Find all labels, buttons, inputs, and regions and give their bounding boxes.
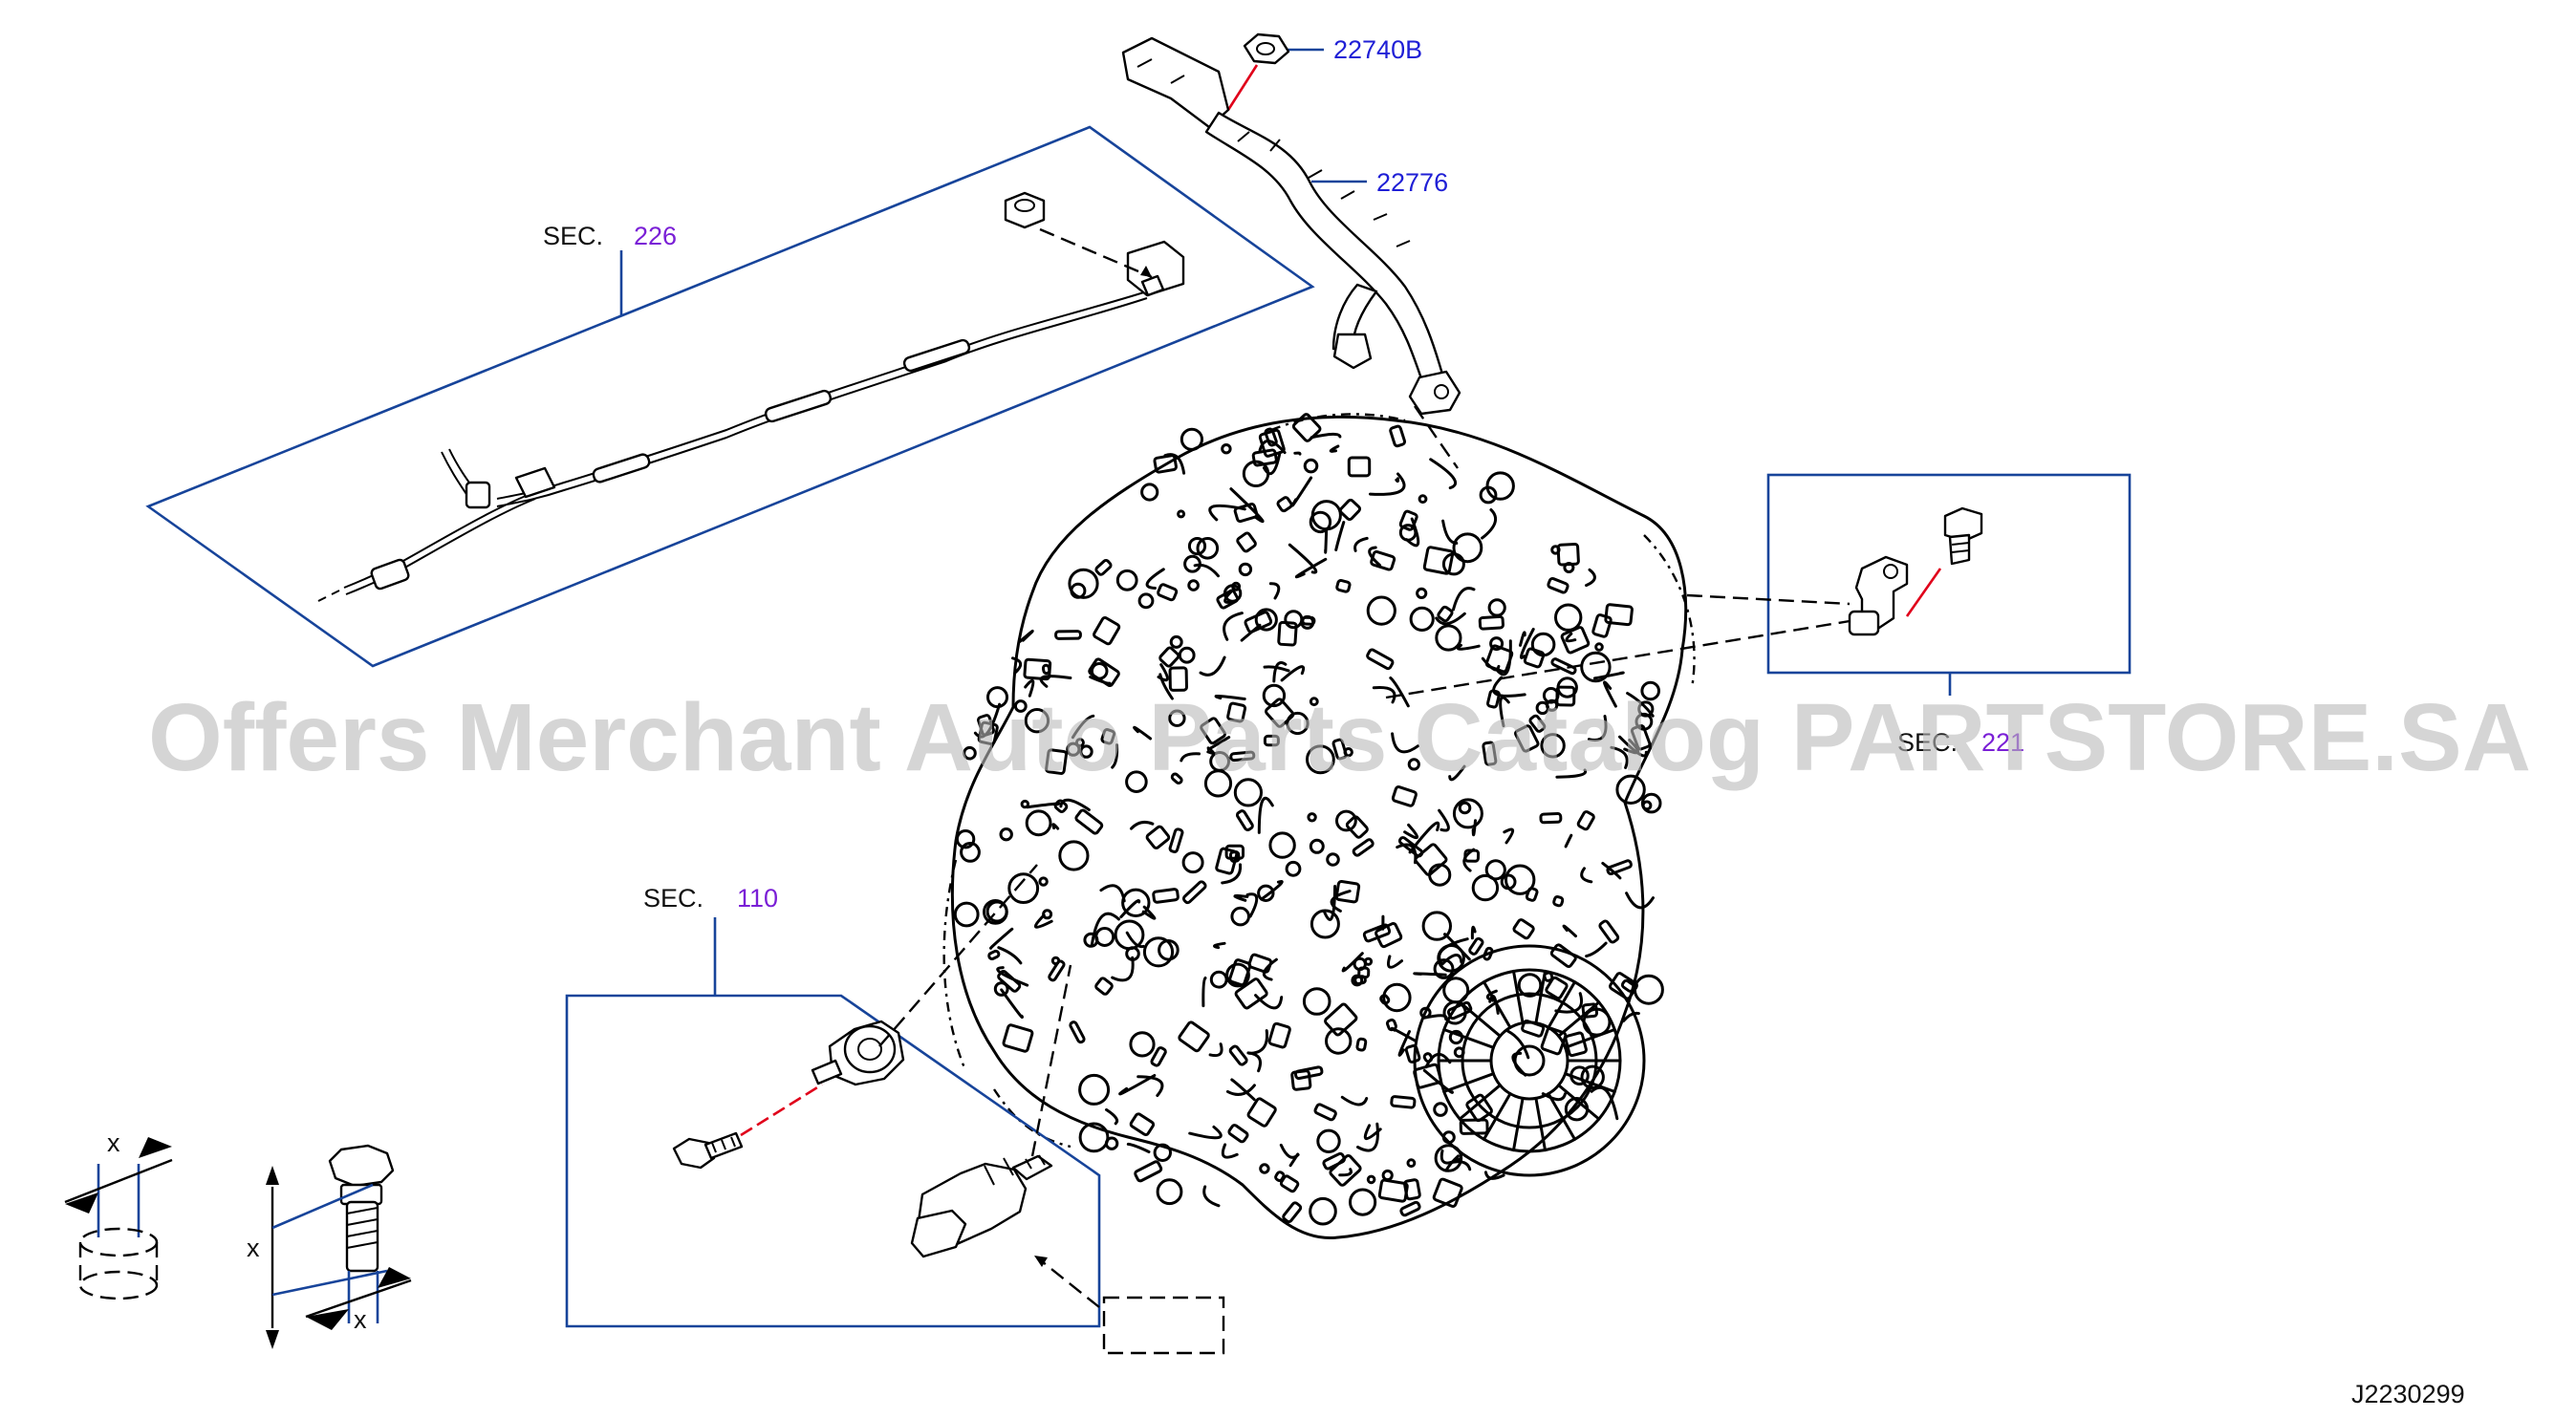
dim-x-label-3: x: [354, 1305, 367, 1334]
nut-22740b[interactable]: [1243, 32, 1290, 65]
part-22776-label[interactable]: 22776: [1376, 168, 1448, 197]
sec-221-frame: [1766, 473, 2132, 675]
sec-110-group: SEC. 110: [565, 864, 1225, 1355]
sec-221-prefix: SEC.: [1897, 728, 1958, 757]
sec-226-arrowhead: [1140, 266, 1152, 277]
sec-110-dashed-box: [1102, 1296, 1225, 1355]
sec-110-dashline-2: [878, 864, 1038, 1047]
sec-110-prefix: SEC.: [643, 884, 704, 913]
harness-22776[interactable]: [1121, 36, 1461, 416]
exhaust-temperature-sensor[interactable]: [317, 191, 1185, 602]
crank-position-sensor[interactable]: [1848, 555, 1909, 636]
dim-x-label-1: x: [107, 1128, 120, 1157]
oil-pressure-switch[interactable]: [910, 1154, 1053, 1258]
dim-x-label-2: x: [247, 1234, 260, 1262]
sec-226-group: SEC. 226: [145, 125, 1315, 668]
bolt-symbol: [328, 1144, 395, 1273]
sec-110-red-leader: [740, 1083, 823, 1137]
sec-221-number[interactable]: 221: [1981, 728, 2024, 757]
sec-226-install-dashline: [1039, 227, 1153, 279]
sensor-bolt[interactable]: [1943, 506, 1983, 566]
sec-110-arrowhead: [1034, 1256, 1048, 1267]
nut-22740b-red-leader: [1226, 64, 1259, 111]
harness-22776-group: 22740B 22776: [1121, 32, 1461, 469]
harness-dashline: [1414, 405, 1459, 469]
sec-221-red-leader: [1905, 568, 1942, 617]
engine-assembly-illustration: [942, 413, 1696, 1240]
diagram-id: J2230299: [2351, 1380, 2465, 1408]
sec-221-group: SEC. 221: [1385, 473, 2132, 757]
sec-226-frame: [145, 125, 1315, 668]
sec-226-prefix: SEC.: [543, 222, 603, 250]
sec-221-dashline-2: [1385, 619, 1851, 699]
dashed-nut-symbol: [78, 1227, 159, 1300]
sec-110-dashline-3: [1030, 964, 1072, 1157]
watermark-text: Offers Merchant Auto Parts Catalog PARTS…: [148, 684, 2531, 791]
knock-sensor-bolt[interactable]: [672, 1131, 744, 1170]
part-22740b-label[interactable]: 22740B: [1333, 35, 1422, 64]
sec-110-number[interactable]: 110: [737, 884, 778, 913]
dimension-symbols: x x x: [64, 1128, 412, 1349]
sec-226-number[interactable]: 226: [634, 222, 677, 250]
sec-110-dashline: [1041, 1260, 1100, 1308]
sec-221-dashline-1: [1686, 593, 1851, 606]
sec-110-frame: [565, 994, 1101, 1328]
knock-sensor[interactable]: [811, 1020, 905, 1086]
